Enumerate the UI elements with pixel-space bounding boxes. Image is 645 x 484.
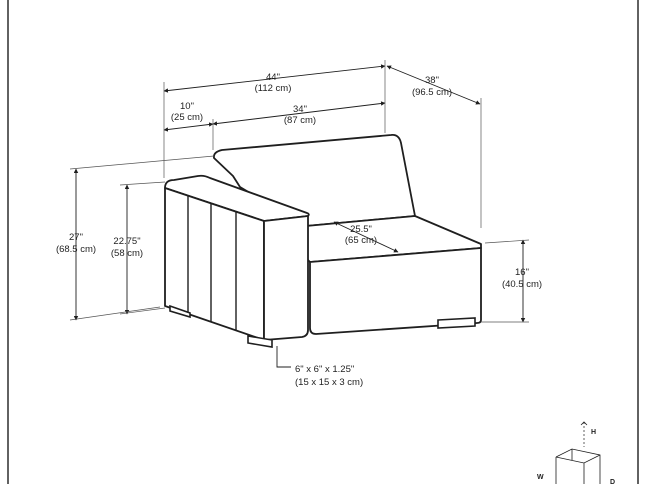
dimension-labels: 44" (112 cm) 38" (96.5 cm) 10" (25 cm) 3… [56,72,542,388]
label-overall-height-in: 27" [69,232,83,243]
label-overall-height-cm: (68.5 cm) [56,244,96,255]
label-leg-size-cm: (15 x 15 x 3 cm) [295,377,363,388]
label-overall-width-in: 44" [266,72,280,83]
sofa-module-drawing [164,134,482,348]
label-overall-depth-cm: (96.5 cm) [412,87,452,98]
dimension-lines [73,64,526,368]
label-leg-size-in: 6" x 6" x 1.25" [295,364,354,375]
page-border [7,0,639,484]
extension-lines [69,60,530,323]
label-seat-height-cm: (40.5 cm) [502,279,542,290]
leg-callout-leader [276,346,291,368]
dim-seat-width [212,101,386,126]
label-seat-depth-cm: (65 cm) [345,235,377,246]
label-seat-height-in: 16" [515,267,529,278]
height-axis-arrow [580,421,588,426]
label-seat-width-in: 34" [293,104,307,115]
arm-top [164,174,310,222]
label-overall-width-cm: (112 cm) [255,83,292,94]
label-overall-depth-in: 38" [425,75,439,86]
axis-label-w: W [537,474,544,481]
label-arm-width-in: 10" [180,101,194,112]
seat-front [309,247,482,335]
arm-seams [187,196,237,330]
dim-seat-depth [333,221,399,253]
label-arm-height-cm: (58 cm) [111,248,143,259]
label-arm-width-cm: (25 cm) [171,112,203,123]
leg-back-left [169,304,191,319]
axis-label-d: D [610,479,615,484]
axis-legend-cube: H W D [537,421,615,484]
axis-label-h: H [591,429,596,436]
leg-front-right [437,317,476,329]
dim-arm-width [163,122,214,132]
cube-outline [555,448,601,484]
dim-overall-width [163,64,386,93]
label-arm-height-in: 22.75" [113,236,140,247]
arm-front [263,215,309,341]
leg-front-left [247,335,273,348]
label-seat-depth-in: 25.5" [350,224,372,235]
label-seat-width-cm: (87 cm) [284,115,316,126]
sofa-back [213,134,416,227]
dim-overall-depth [386,65,481,105]
